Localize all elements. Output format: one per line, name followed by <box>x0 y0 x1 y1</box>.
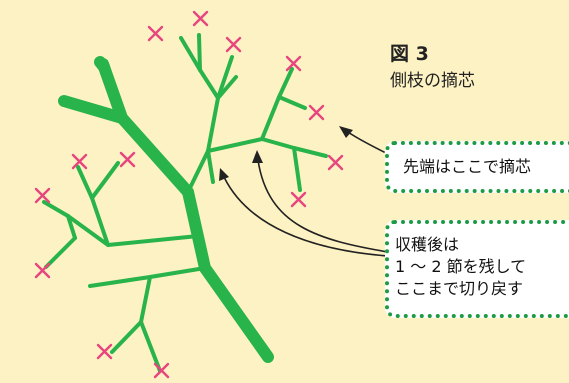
pinch-marks <box>34 10 344 379</box>
figure-label: 図 3 <box>390 43 429 65</box>
cut-mark <box>153 362 170 379</box>
arrow-to-node-upper <box>257 159 389 253</box>
cut-mark <box>34 262 51 279</box>
cut-mark <box>34 187 51 204</box>
figure-title: 側枝の摘芯 <box>390 71 475 91</box>
cut-mark <box>71 153 88 170</box>
cut-mark <box>290 191 307 208</box>
callout-tip-text: 先端はここで摘芯 <box>403 157 532 176</box>
cut-mark <box>119 151 136 168</box>
side-branches <box>42 33 328 373</box>
arrowhead <box>339 126 353 138</box>
arrowhead <box>252 150 263 163</box>
arrow-to-tip <box>344 129 385 153</box>
callout-tip-pinch: 先端はここで摘芯 <box>385 141 569 193</box>
cut-mark <box>192 10 209 27</box>
callout-after-harvest: 収穫後は 1 ～ 2 節を残して ここまで切り戻す <box>385 220 569 318</box>
cut-mark <box>285 55 302 72</box>
callout-harvest-line-3: ここまで切り戻す <box>395 279 524 298</box>
cut-mark <box>147 25 164 42</box>
arrow-to-node-lower <box>223 176 389 257</box>
arrow-heads <box>219 126 353 181</box>
cut-mark <box>308 104 325 121</box>
cut-mark <box>96 343 113 360</box>
callout-harvest-line-1: 収穫後は <box>395 235 460 254</box>
callout-harvest-line-2: 1 ～ 2 節を残して <box>395 257 527 276</box>
cut-mark <box>225 36 242 53</box>
arrowhead <box>219 168 229 181</box>
cut-mark <box>327 154 344 171</box>
